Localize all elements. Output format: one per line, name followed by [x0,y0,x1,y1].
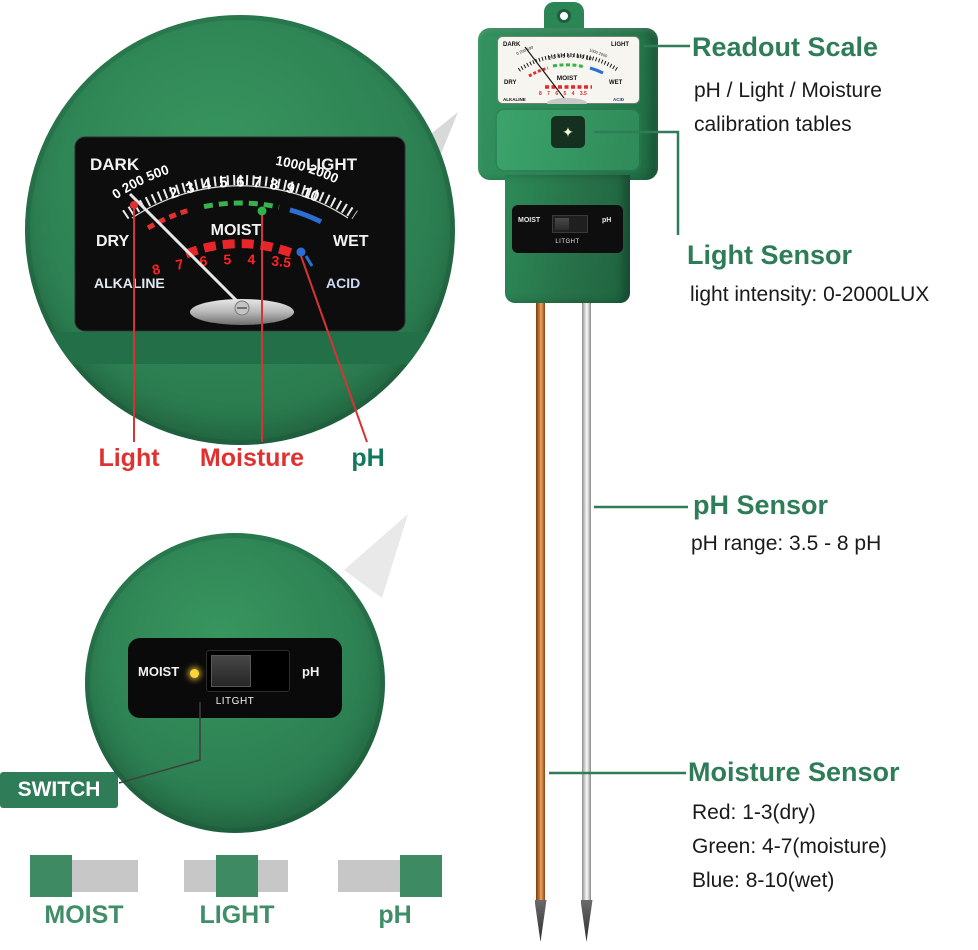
mode-switch-knob [211,655,251,687]
readout-scale-panel: DARK LIGHT 0 200 500 1000 2000 2 3 4 5 6… [74,136,406,332]
mini-lux-left: 0 200 500 [516,44,535,56]
device-head: DARK LIGHT 0 200 500 1000 2000 2 3 4 5 6… [478,28,658,180]
meter-moist-label: MOIST [211,222,262,239]
meter-acid-label: ACID [326,275,360,291]
svg-text:2 3 4 5 6 7 8 9 10: 2 3 4 5 6 7 8 9 10 [548,53,593,62]
mini-red-arc [528,66,549,78]
light-sensor-desc: light intensity: 0-2000LUX [690,283,930,306]
device-switch-moist-label: MOIST [518,217,541,224]
moisture-probe-tip [534,900,547,942]
device-mode-switch [552,215,588,233]
readout-scale-title: Readout Scale [692,32,879,62]
switch-ph-label: pH [302,664,320,679]
switch-zoom-circle: MOIST pH LITGHT [85,533,385,833]
meter-green-arc [203,200,280,210]
mini-wet-label: WET [609,80,623,86]
readout-scale-desc-2: calibration tables [694,113,852,136]
sparkle-icon: ✦ [562,123,574,140]
device-switch-knob [555,218,569,230]
moist-mode-label: MOIST [44,901,124,929]
moisture-sensor-title: Moisture Sensor [688,757,900,787]
meter-light-label: LIGHT [306,155,358,174]
mini-alkaline-label: ALKALINE [503,97,526,102]
switch-zoom-panel: MOIST pH LITGHT [128,638,342,718]
mini-ph-numbers: 8 7 6 5 4 3.5 [539,91,587,97]
meter-needle [128,192,244,308]
ph-sensor-title: pH Sensor [693,490,829,520]
meter-dry-label: DRY [96,233,130,250]
readout-zoom-circle: DARK LIGHT 0 200 500 1000 2000 2 3 4 5 6… [25,15,455,445]
device-readout-scale: DARK LIGHT 0 200 500 1000 2000 2 3 4 5 6… [497,36,640,104]
mini-lux-right: 1000 2000 [589,47,609,58]
meter-alkaline-label: ALKALINE [94,275,165,291]
mini-dark-label: DARK [503,42,521,48]
moisture-probe [536,303,545,905]
mini-green-arc [552,63,586,69]
ph-sensor-desc: pH range: 3.5 - 8 pH [691,532,882,555]
ph-mode-square [400,855,442,897]
device-switch-light-label: LITGHT [555,239,580,245]
mode-switch [206,650,290,692]
light-sensor-panel: ✦ [495,108,641,172]
meter-moist-block-row [184,239,296,259]
meter-tick-baseline [131,185,349,219]
switch-moist-label: MOIST [138,664,180,679]
hang-tab [544,2,584,32]
switch-tag: SWITCH [0,772,118,808]
moisture-sensor-desc-2: Green: 4-7(moisture) [692,835,887,858]
device-stem: MOIST pH LITGHT [505,175,630,303]
mini-dry-label: DRY [504,80,516,86]
ph-probe-tip [580,900,593,942]
light-mode-square [216,855,258,897]
ph-mode-label: pH [378,901,412,929]
meter-dark-label: DARK [90,155,140,174]
mini-needle-base [547,98,587,104]
callout-light-label: Light [98,444,160,472]
mini-moist-numbers: 2 3 4 5 6 7 8 9 10 [548,53,593,62]
callout-moisture-label: Moisture [199,444,305,472]
callout-ph-label: pH [351,444,385,472]
mini-light-label: LIGHT [611,42,629,48]
mini-acid-label: ACID [613,97,625,102]
bottom-circle-pointer-wedge [344,514,408,598]
readout-scale-desc-1: pH / Light / Moisture [694,79,882,102]
moist-mode-square [30,855,72,897]
switch-indicator-led [190,669,199,678]
soil-meter-device: DARK LIGHT 0 200 500 1000 2000 2 3 4 5 6… [478,0,658,950]
ph-probe [582,303,591,905]
moisture-sensor-desc-1: Red: 1-3(dry) [692,801,816,824]
light-sensor-window: ✦ [551,116,585,148]
hang-hole [557,9,571,23]
device-switch-ph-label: pH [602,217,612,224]
meter-wet-label: WET [333,233,369,250]
meter-blue-arc [289,207,323,225]
light-mode-label: LIGHT [199,901,275,929]
panel-shadow-band [25,332,455,364]
device-switch-panel: MOIST pH LITGHT [512,205,623,253]
meter-tick-band [122,174,358,220]
mini-blue-arc [589,66,604,75]
light-sensor-title: Light Sensor [687,240,853,270]
mini-moist-label: MOIST [557,75,578,82]
meter-red-arc [146,206,193,231]
switch-light-label: LITGHT [215,696,255,707]
mini-needle [524,46,568,103]
moisture-sensor-desc-3: Blue: 8-10(wet) [692,869,835,892]
